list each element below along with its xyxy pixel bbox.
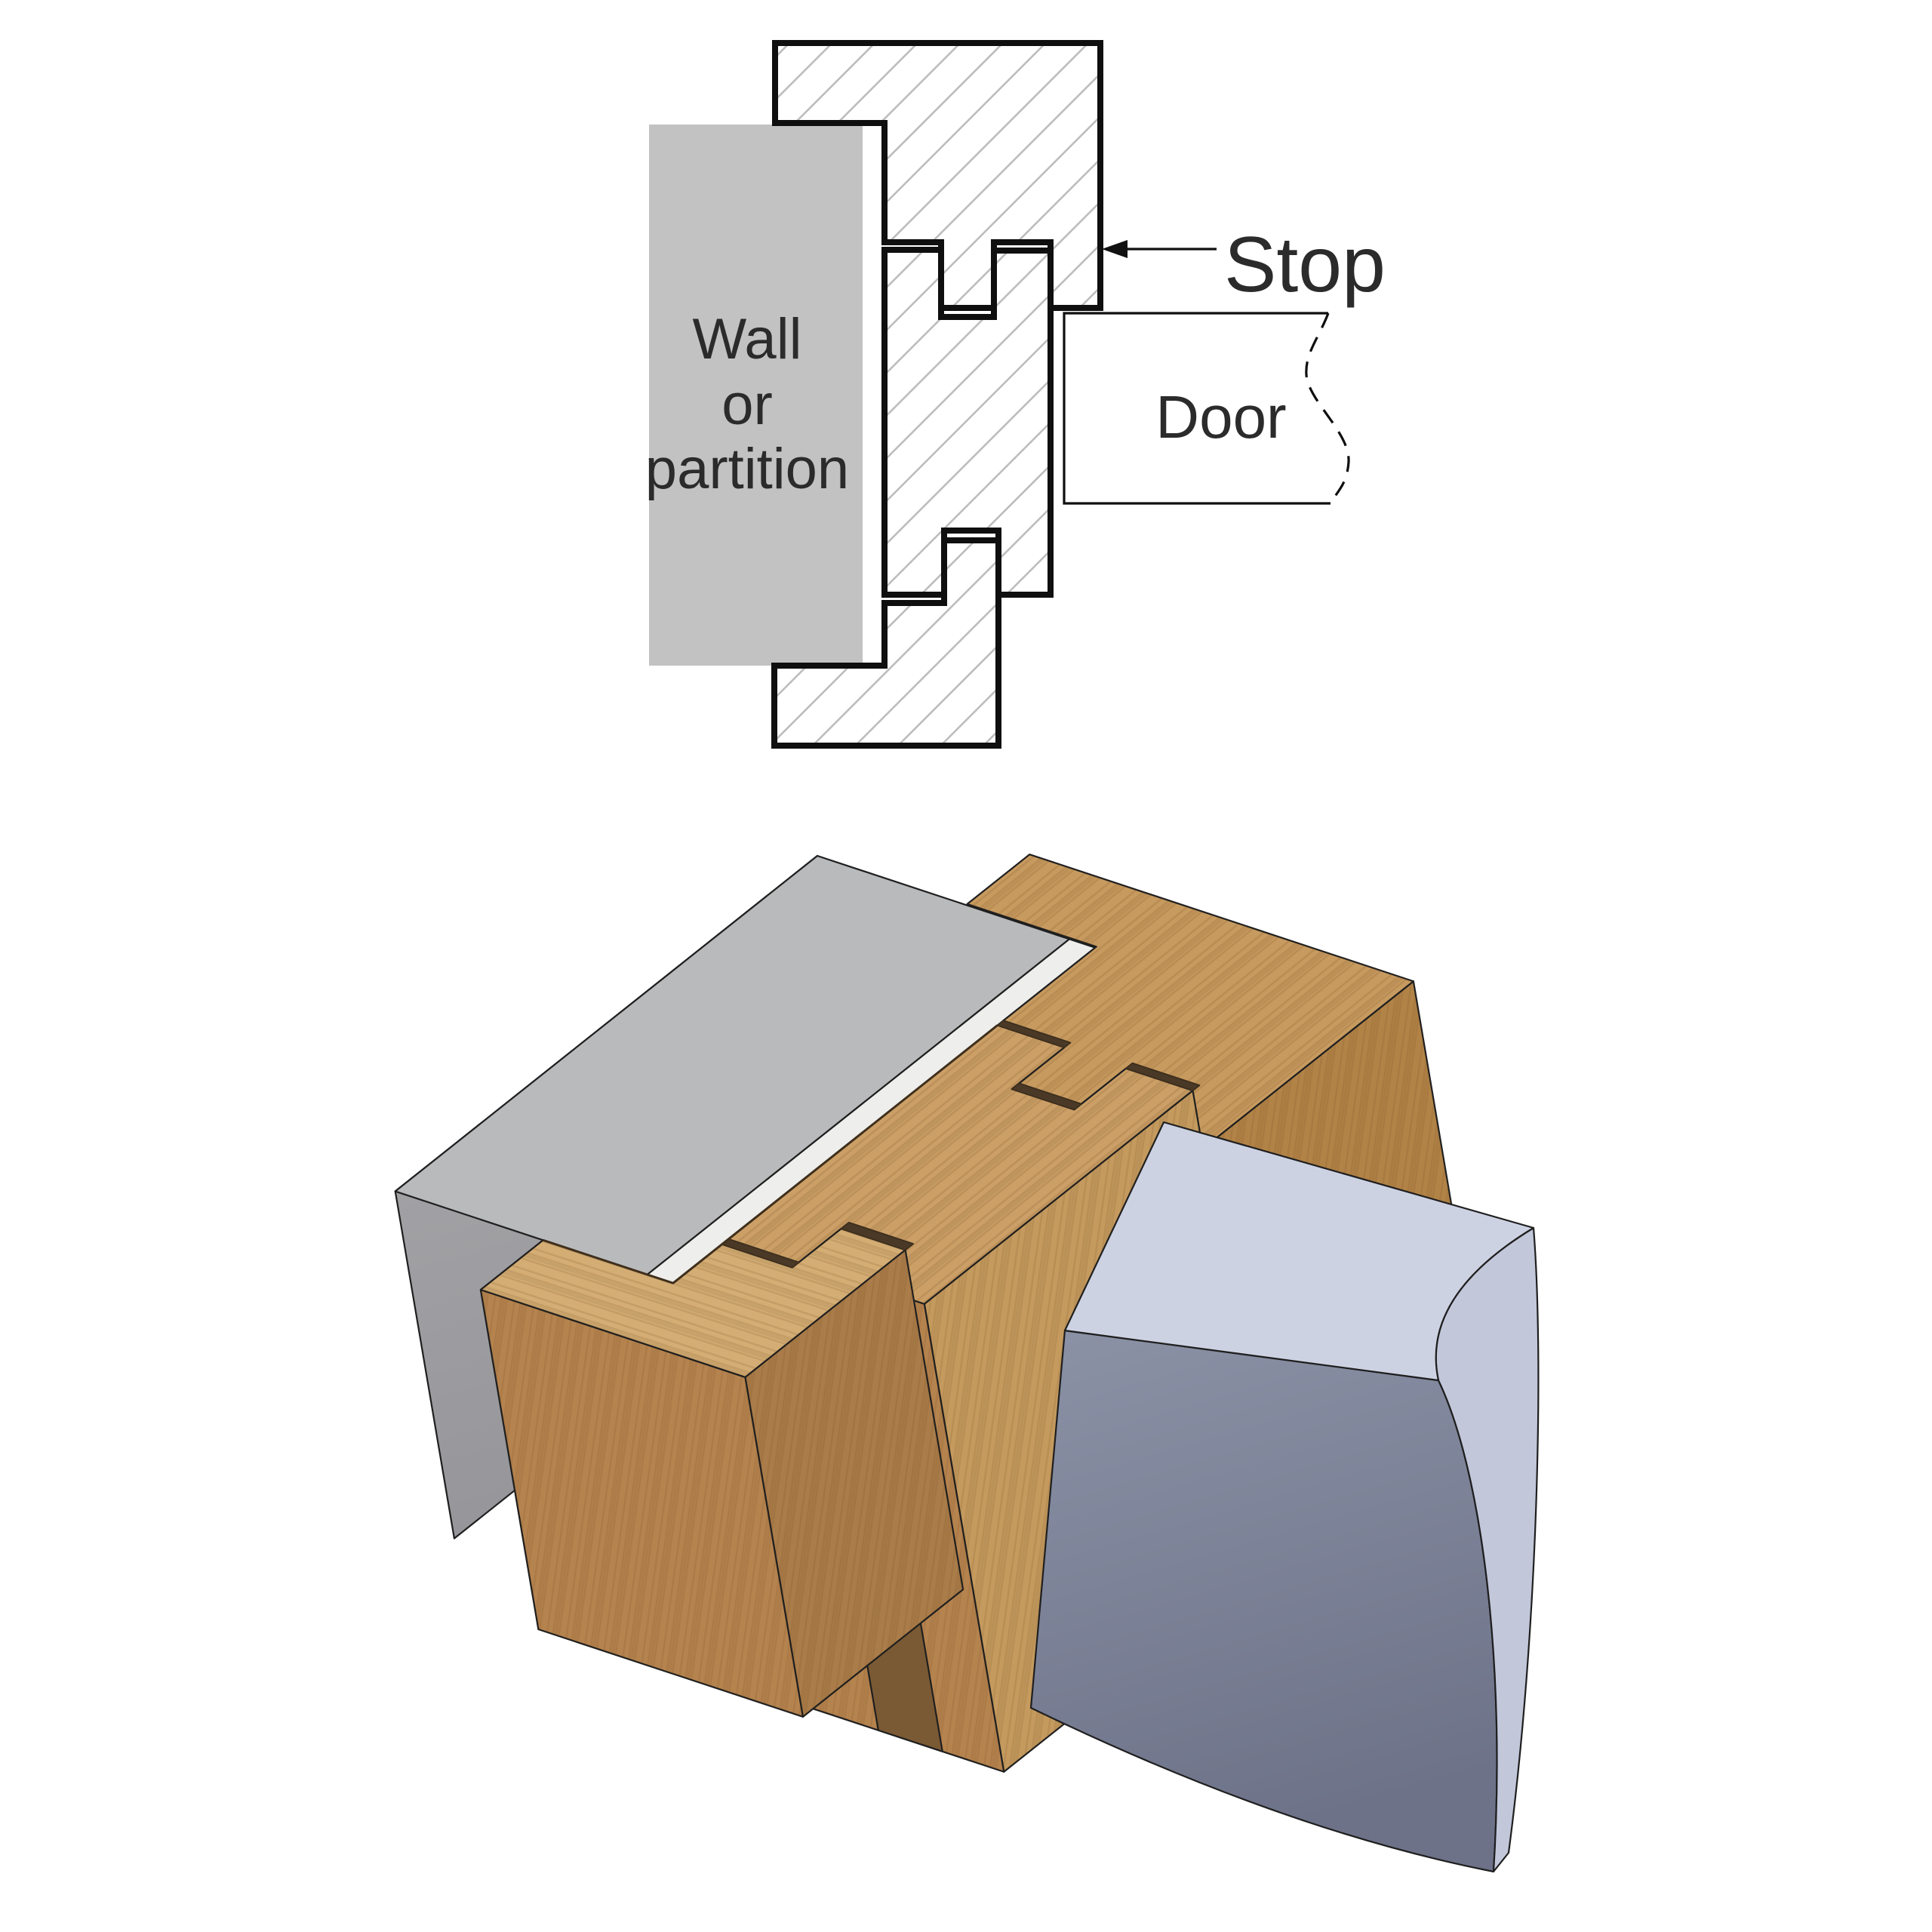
wall-label-line2: or	[721, 373, 773, 437]
slab-top-face-grain	[967, 854, 1414, 1146]
section-view-2d	[649, 40, 1350, 749]
joint-slot-5	[996, 1020, 1072, 1048]
labels-layer: Wall or partition Stop Door	[645, 221, 1386, 501]
joint-seam-1	[543, 1238, 674, 1284]
joint-slot-3	[840, 1222, 915, 1251]
board-right-face-grain	[745, 1250, 964, 1717]
stop-arrowhead-icon	[1102, 240, 1128, 258]
board-2d-outline	[771, 537, 1001, 749]
joint-slot-1	[1011, 1082, 1083, 1111]
wall-label-line3: partition	[645, 437, 849, 501]
joint-slot-2	[1124, 1063, 1201, 1091]
strip-top-face-grain	[728, 1025, 1193, 1304]
wall-2d	[649, 125, 863, 666]
board-top-face-grain	[480, 1229, 906, 1377]
stop-label: Stop	[1224, 221, 1386, 309]
wall-label-line1: Wall	[693, 307, 802, 371]
door-2d-outline	[1063, 312, 1331, 505]
board-front-face-grain	[480, 1290, 803, 1717]
joint-seam-2	[672, 1024, 998, 1284]
door-2d-break-line	[1305, 312, 1350, 504]
door-label: Door	[1155, 383, 1286, 451]
door-2d-fill	[1064, 313, 1349, 503]
isometric-view-3d	[394, 854, 1540, 1873]
door-top-face	[1063, 1121, 1535, 1382]
